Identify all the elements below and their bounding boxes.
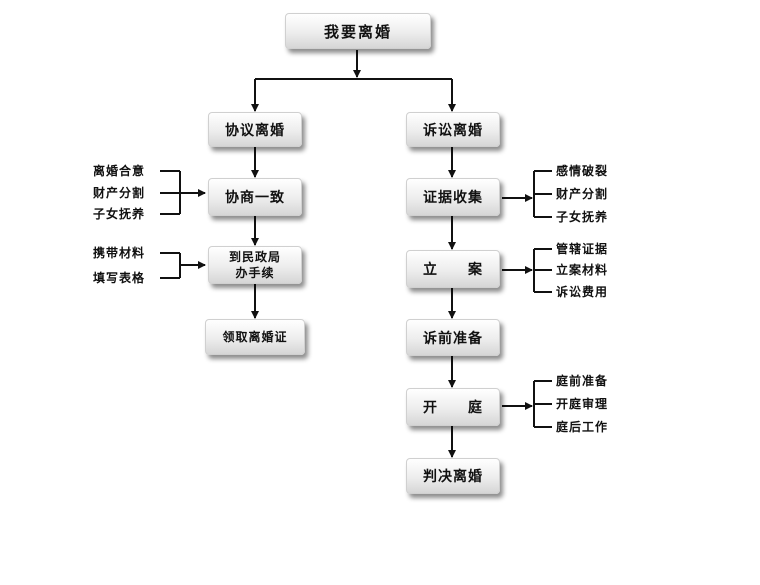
right-note-1-3: 子女抚养	[556, 210, 609, 224]
left-step2-node: 到民政局 办手续	[208, 246, 302, 284]
left-step1-node: 协商一致	[208, 178, 302, 216]
right-note-4-3: 庭后工作	[556, 420, 609, 434]
right-note-2-3: 诉讼费用	[556, 285, 609, 299]
root-node-label: 我要离婚	[323, 22, 392, 41]
left-step3-node: 领取离婚证	[205, 319, 305, 355]
right-step1-node: 证据收集	[406, 178, 500, 216]
right-note-1-2: 财产分割	[556, 187, 609, 201]
right-step5-label: 判决离婚	[423, 469, 483, 485]
right-title-node: 诉讼离婚	[406, 112, 500, 147]
right-title-label: 诉讼离婚	[423, 122, 483, 139]
left-note-2-2: 填写表格	[93, 271, 146, 285]
right-step2-node: 立 案	[406, 250, 500, 288]
root-node: 我要离婚	[285, 13, 431, 49]
right-step4-node: 开 庭	[406, 388, 500, 426]
left-title-label: 协议离婚	[225, 122, 285, 139]
right-step4-label: 开 庭	[423, 400, 483, 416]
left-note-1-3: 子女抚养	[93, 207, 146, 221]
right-step2-label: 立 案	[423, 262, 483, 278]
right-note-1-1: 感情破裂	[556, 164, 609, 178]
left-note-2-1: 携带材料	[93, 246, 146, 260]
right-step5-node: 判决离婚	[406, 458, 500, 494]
right-step1-label: 证据收集	[423, 190, 483, 206]
right-note-2-1: 管辖证据	[556, 242, 609, 256]
right-step3-label: 诉前准备	[423, 330, 483, 347]
left-note-1-1: 离婚合意	[93, 164, 146, 178]
right-note-4-1: 庭前准备	[556, 374, 609, 388]
left-step2-label: 到民政局 办手续	[228, 250, 281, 280]
right-note-4-2: 开庭审理	[556, 397, 609, 411]
left-step1-label: 协商一致	[225, 190, 285, 206]
right-note-2-2: 立案材料	[556, 263, 609, 277]
left-step3-label: 领取离婚证	[222, 330, 288, 344]
left-title-node: 协议离婚	[208, 112, 302, 147]
right-step3-node: 诉前准备	[406, 319, 500, 356]
left-note-1-2: 财产分割	[93, 186, 146, 200]
